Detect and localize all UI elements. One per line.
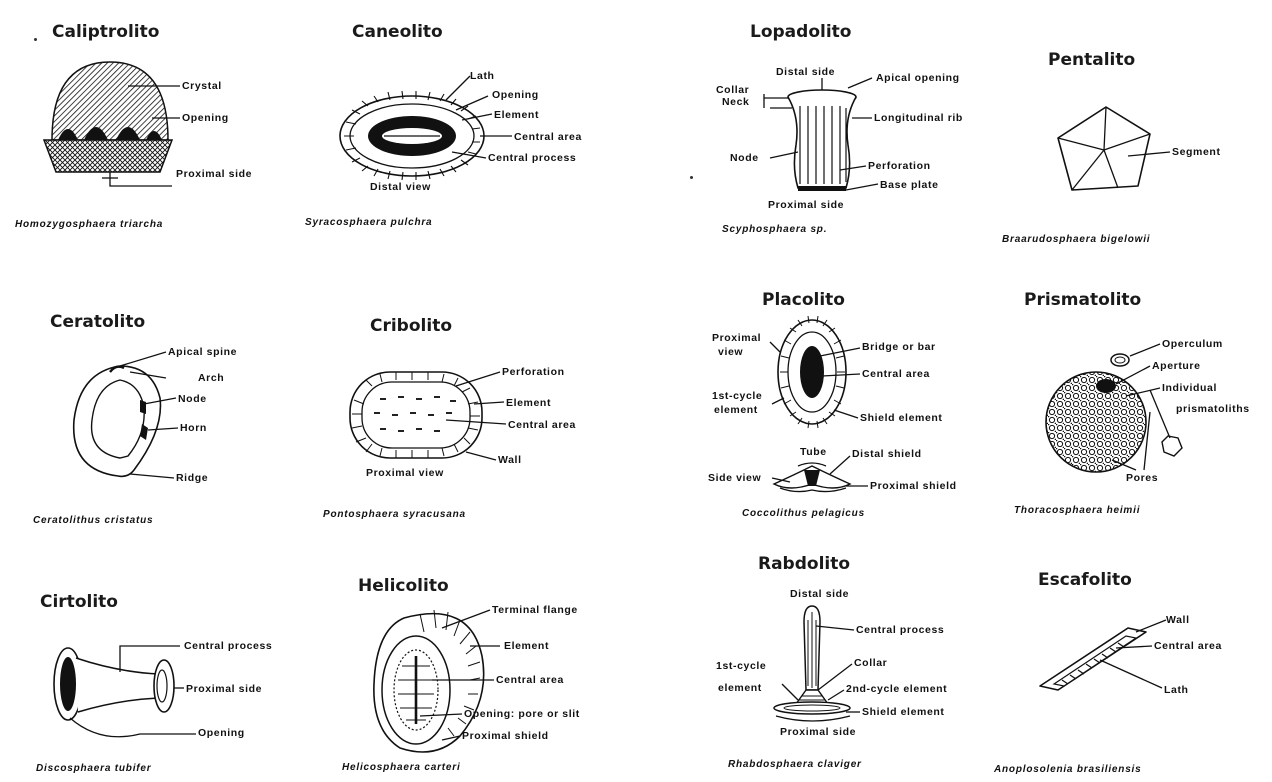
label-central-area: Central area	[1154, 640, 1222, 652]
label-wall: Wall	[1166, 614, 1190, 626]
label-lath: Lath	[1164, 684, 1189, 696]
species-name: Anoplosolenia brasiliensis	[994, 764, 1142, 775]
